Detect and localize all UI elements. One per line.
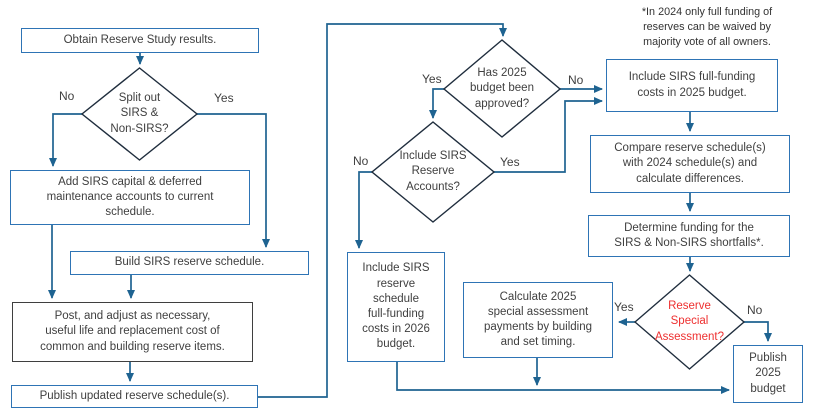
accounts-yes-label: Yes (499, 155, 521, 169)
calculate-special-assessment-box: Calculate 2025 special assessment paymen… (463, 282, 613, 358)
connector-has2025-yes-to-accounts (429, 88, 444, 119)
split-no-label: No (58, 89, 76, 103)
connector-accounts-yes-to-include2025 (494, 97, 603, 173)
split-sirs-diamond-shape (80, 67, 199, 161)
special-no-label: No (746, 303, 764, 317)
has2025-yes-label: Yes (421, 72, 443, 86)
accounts-no-label: No (352, 154, 370, 168)
has-2025-budget-diamond-shape (442, 39, 562, 138)
determine-funding-box: Determine funding for the SIRS & Non-SIR… (588, 215, 790, 257)
connector-split-no-to-addsirs (49, 113, 82, 167)
reserve-special-assessment-diamond-shape (633, 274, 746, 370)
post-and-adjust-box: Post, and adjust as necessary, useful li… (12, 302, 253, 362)
include-sirs-accounts-diamond-label: Include SIRS Reserve Accounts? (399, 149, 467, 193)
has-2025-budget-diamond-label: Has 2025 budget been approved? (470, 66, 534, 110)
connector-special-no-to-publish2025 (744, 321, 772, 342)
split-sirs-diamond-label: Split out SIRS & Non-SIRS? (110, 91, 169, 135)
publish-2025-budget-box: Publish 2025 budget (733, 345, 803, 403)
has2025-no-label: No (567, 73, 585, 87)
connector-accounts-no-to-include2026 (355, 171, 372, 249)
reserve-special-assessment-diamond-label: Reserve Special Assessment? (654, 299, 725, 343)
build-sirs-schedule-box: Build SIRS reserve schedule. (70, 251, 309, 275)
connector-publish-to-has2025 (258, 23, 507, 398)
obtain-reserve-study-box: Obtain Reserve Study results. (21, 28, 259, 53)
include-sirs-2025-budget-box: Include SIRS full-funding costs in 2025 … (606, 59, 778, 112)
include-sirs-accounts-diamond-shape (370, 121, 496, 223)
connector-include2026-to-publish2025 (396, 362, 730, 394)
include-sirs-2026-budget-box: Include SIRS reserve schedule full-fundi… (347, 252, 445, 362)
special-yes-label: Yes (613, 300, 635, 314)
add-sirs-accounts-box: Add SIRS capital & deferred maintenance … (10, 170, 250, 225)
split-yes-label: Yes (213, 91, 235, 105)
publish-updated-schedules-box: Publish updated reserve schedule(s). (11, 385, 258, 408)
footnote-2024-waiver: *In 2024 only full funding of reserves c… (641, 6, 773, 49)
compare-schedules-box: Compare reserve schedule(s) with 2024 sc… (590, 135, 790, 193)
connector-split-yes-to-build (197, 113, 270, 248)
